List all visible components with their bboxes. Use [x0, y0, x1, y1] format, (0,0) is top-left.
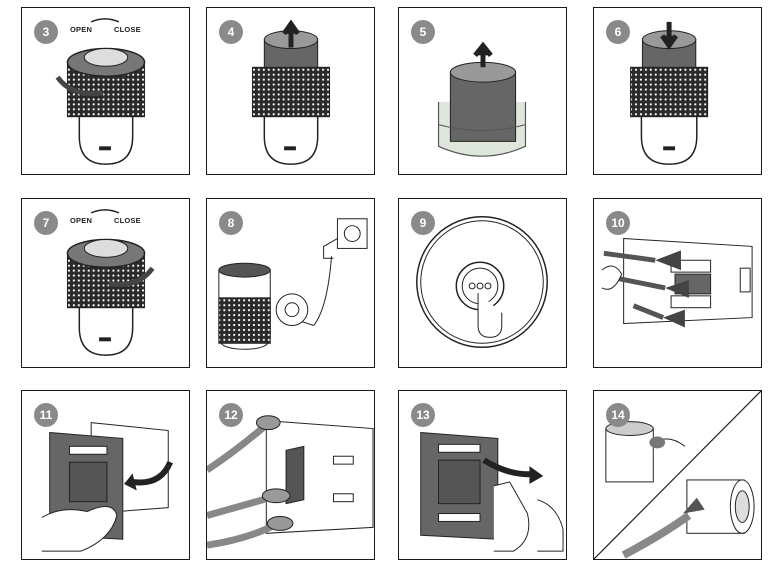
power-connect-illustration — [218, 218, 368, 350]
filter-lift-illustration — [251, 19, 331, 165]
brush-icon — [621, 512, 692, 559]
close-label: CLOSE — [114, 216, 141, 225]
step-panel-5: 5 — [398, 7, 567, 175]
arrow-icon — [473, 41, 493, 68]
step-number-badge: 13 — [411, 403, 435, 427]
step-number-badge: 10 — [606, 211, 630, 235]
step-panel-6: 6 — [593, 7, 762, 175]
step-number-badge: 8 — [219, 211, 243, 235]
step-number-badge: 14 — [606, 403, 630, 427]
step-panel-13: 13 — [398, 390, 567, 560]
step-number-badge: 4 — [219, 20, 243, 44]
step-number-badge: 5 — [411, 20, 435, 44]
brush-cleaning-illustration — [601, 238, 753, 328]
brush-icon — [603, 250, 656, 263]
close-label: CLOSE — [114, 25, 141, 34]
step-number-badge: 3 — [34, 20, 58, 44]
button-press-icon — [477, 292, 503, 338]
step-panel-11: 11 — [21, 390, 190, 560]
arrow-icon — [132, 460, 173, 486]
step-panel-12: 12 — [206, 390, 375, 560]
arrow-icon — [660, 21, 679, 50]
power-plug-icon — [336, 218, 368, 249]
panel-remove-illustration — [41, 422, 173, 552]
swab-cleaning-illustration — [207, 415, 374, 549]
step-number-badge: 6 — [606, 20, 630, 44]
step-panel-4: 4 — [206, 7, 375, 175]
purifier-close-lid-illustration — [66, 209, 155, 356]
step-number-badge: 7 — [34, 211, 58, 235]
arrow-icon — [482, 457, 534, 478]
power-button-press-illustration — [416, 216, 548, 348]
open-label: OPEN — [70, 25, 93, 34]
step-panel-7: 7 OPEN CLOSE — [21, 198, 190, 368]
step-number-badge: 11 — [34, 403, 58, 427]
rotate-arrow-icon — [55, 75, 104, 97]
brush-icon — [207, 423, 267, 473]
rotate-arrow-icon — [108, 266, 155, 288]
filter-unwrap-illustration — [437, 41, 527, 157]
filter-insert-illustration — [630, 21, 709, 165]
step-panel-3: 3 OPEN CLOSE — [21, 7, 190, 175]
arrow-icon — [282, 19, 300, 48]
step-panel-10: 10 — [593, 198, 762, 368]
cloth-icon — [649, 436, 666, 449]
step-panel-14: 14 — [593, 390, 762, 560]
step-panel-8: 8 — [206, 198, 375, 368]
exterior-wipe-illustration — [594, 391, 761, 559]
purifier-open-lid-illustration — [55, 18, 146, 165]
panel-reattach-illustration — [420, 431, 564, 552]
step-number-badge: 9 — [411, 211, 435, 235]
step-number-badge: 12 — [219, 403, 243, 427]
open-label: OPEN — [70, 216, 93, 225]
step-panel-9: 9 — [398, 198, 567, 368]
